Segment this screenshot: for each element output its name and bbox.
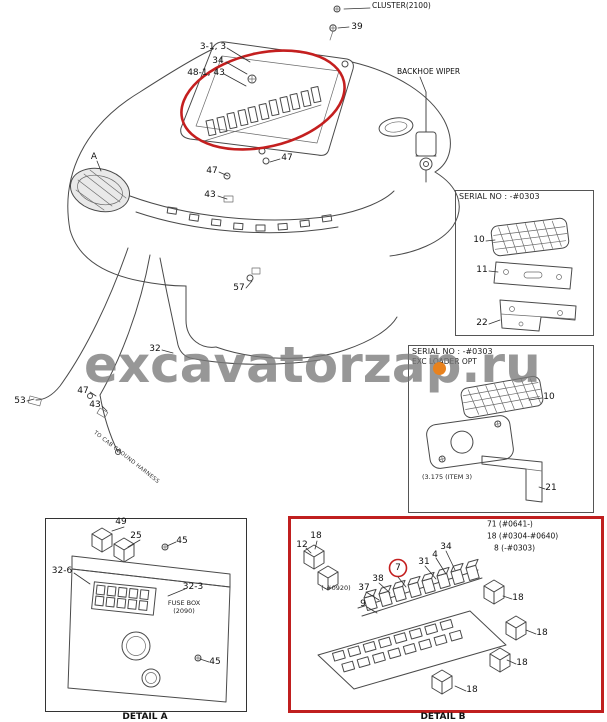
red-highlight-circle-7 bbox=[388, 558, 408, 578]
red-highlight-ellipse bbox=[180, 49, 346, 151]
detail-b-caption: DETAIL B bbox=[420, 712, 466, 722]
detail-a-box bbox=[45, 518, 247, 712]
backhoe-wiper-label: BACKHOE WIPER bbox=[397, 67, 461, 76]
bracket-part-serial2 bbox=[426, 415, 514, 469]
detail-b-box bbox=[288, 516, 604, 713]
watermark-dot bbox=[433, 362, 446, 375]
switch-grille-part-1 bbox=[490, 217, 570, 257]
detail-a-caption: DETAIL A bbox=[122, 712, 168, 722]
watermark-text: excavatorzap.ru bbox=[84, 336, 541, 394]
harness-connectors bbox=[166, 206, 333, 232]
loose-switch-cubes bbox=[303, 544, 527, 695]
l-plate-part-21 bbox=[481, 455, 543, 503]
relay-cubes bbox=[91, 527, 135, 563]
serial-box-2-subtitle: EXC LOADER OPT bbox=[412, 357, 477, 366]
switch-grille-part-2 bbox=[460, 375, 544, 419]
serial-box-1-title: SERIAL NO : -#0303 bbox=[459, 192, 540, 201]
bracket-part-11 bbox=[493, 261, 573, 290]
dashboard-switch-row bbox=[205, 86, 322, 137]
cluster-label: CLUSTER(2100) bbox=[372, 1, 431, 10]
fuse-box-part bbox=[91, 581, 157, 616]
serial-box-2 bbox=[408, 345, 594, 513]
slot-plate bbox=[317, 610, 507, 690]
serial-box-1 bbox=[455, 190, 594, 336]
serial-box-2-title: SERIAL NO : -#0303 bbox=[412, 347, 493, 356]
rail-switches bbox=[363, 558, 480, 611]
